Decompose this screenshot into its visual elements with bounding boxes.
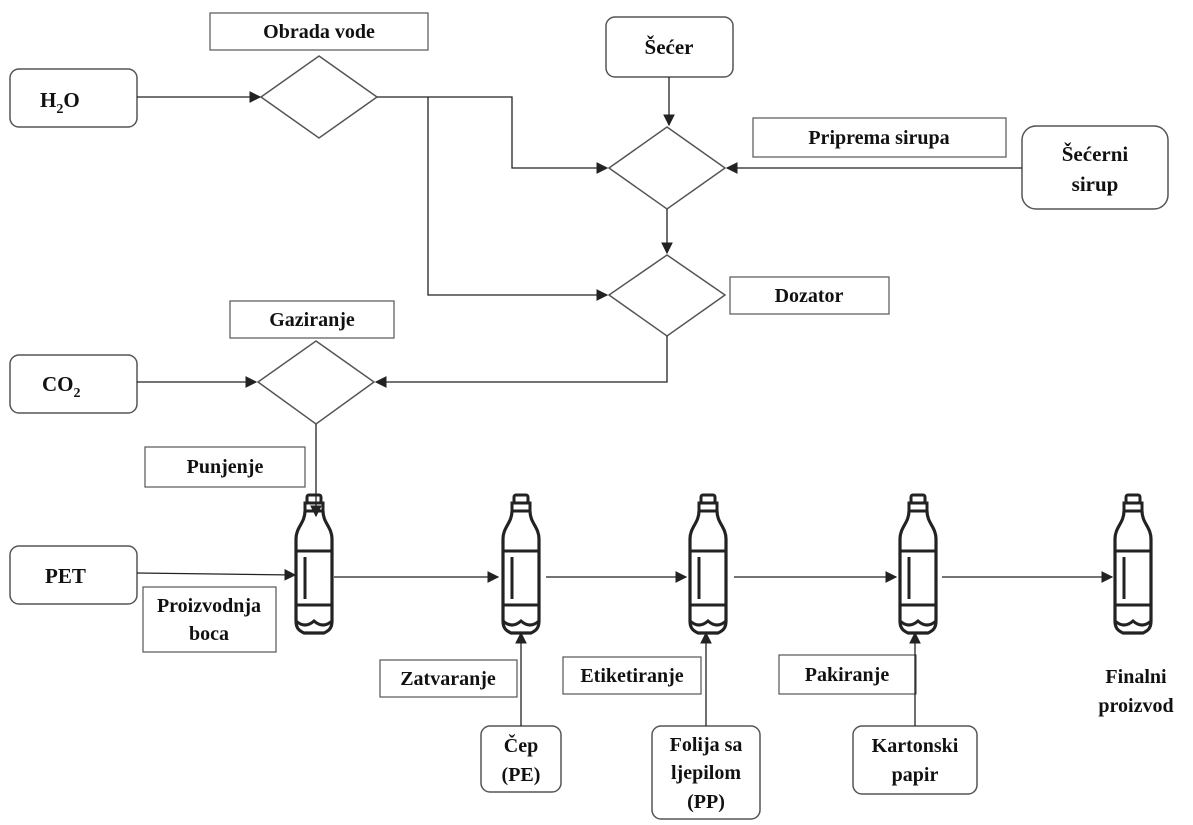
svg-text:proizvod: proizvod xyxy=(1098,695,1173,717)
syrup-preparation-diamond xyxy=(607,126,727,210)
svg-text:Obrada vode: Obrada vode xyxy=(263,21,375,43)
dosing-label: Dozator xyxy=(729,276,890,315)
pet-input-box: PET xyxy=(9,545,138,605)
svg-text:CO2: CO2 xyxy=(42,372,81,401)
svg-text:PET: PET xyxy=(45,564,86,588)
water-treatment-diamond xyxy=(259,55,379,139)
pet-to-bottle-arrow xyxy=(136,569,297,581)
carbonation-diamond xyxy=(256,340,376,425)
cardboard-input-box: Kartonski papir xyxy=(852,725,978,795)
svg-text:Šećerni: Šećerni xyxy=(1062,142,1129,166)
svg-text:Gaziranje: Gaziranje xyxy=(269,309,355,331)
svg-text:Finalni: Finalni xyxy=(1105,666,1167,688)
svg-text:Etiketiranje: Etiketiranje xyxy=(580,665,683,687)
sugar-syrup-input-box: Šećerni sirup xyxy=(1021,125,1169,210)
dosing-to-carbonation-arrow xyxy=(374,336,668,388)
svg-text:ljepilom: ljepilom xyxy=(671,762,741,784)
bottle-icon-filling xyxy=(294,493,334,635)
svg-text:H2O: H2O xyxy=(40,88,80,117)
treatment-to-syrup-arrow xyxy=(377,96,609,174)
carbonation-label: Gaziranje xyxy=(229,300,395,339)
svg-text:sirup: sirup xyxy=(1072,172,1119,196)
final-product-label: Finalni proizvod xyxy=(1098,666,1173,717)
syrup-preparation-label: Priprema sirupa xyxy=(752,117,1007,158)
bottle-icon-labeling xyxy=(688,493,728,635)
sugar-input-box: Šećer xyxy=(605,16,734,78)
co2-input-box: CO2 xyxy=(9,354,138,414)
svg-text:Dozator: Dozator xyxy=(775,285,844,307)
svg-text:Kartonski: Kartonski xyxy=(872,735,959,757)
dosing-diamond xyxy=(607,254,727,337)
svg-text:Pakiranje: Pakiranje xyxy=(805,664,890,686)
packing-label: Pakiranje xyxy=(778,654,917,695)
svg-text:boca: boca xyxy=(189,623,229,645)
svg-text:Zatvaranje: Zatvaranje xyxy=(400,668,496,690)
capping-label: Zatvaranje xyxy=(379,659,518,698)
treatment-to-dosing-arrow xyxy=(427,97,609,301)
svg-text:Priprema sirupa: Priprema sirupa xyxy=(808,127,949,149)
bottle-icon-packing xyxy=(898,493,938,635)
foil-input-box: Folija sa ljepilom (PP) xyxy=(651,725,761,820)
filling-label: Punjenje xyxy=(144,446,306,488)
labeling-label: Etiketiranje xyxy=(562,656,702,695)
water-treatment-label: Obrada vode xyxy=(209,12,429,51)
svg-text:Čep: Čep xyxy=(504,733,538,757)
cap-input-box: Čep (PE) xyxy=(480,725,562,793)
svg-text:Šećer: Šećer xyxy=(645,35,694,59)
bottle-icon-capping xyxy=(501,493,541,635)
svg-text:Proizvodnja: Proizvodnja xyxy=(157,595,261,617)
water-input-box: H2O xyxy=(9,68,138,128)
bottle-icon-final xyxy=(1113,493,1153,635)
svg-text:papir: papir xyxy=(892,764,939,786)
svg-text:(PE): (PE) xyxy=(502,764,541,786)
svg-text:Folija sa: Folija sa xyxy=(670,734,743,756)
svg-text:Punjenje: Punjenje xyxy=(187,456,264,478)
svg-text:(PP): (PP) xyxy=(687,791,725,813)
connectors xyxy=(136,77,1114,726)
bottle-production-label: Proizvodnja boca xyxy=(142,586,277,653)
